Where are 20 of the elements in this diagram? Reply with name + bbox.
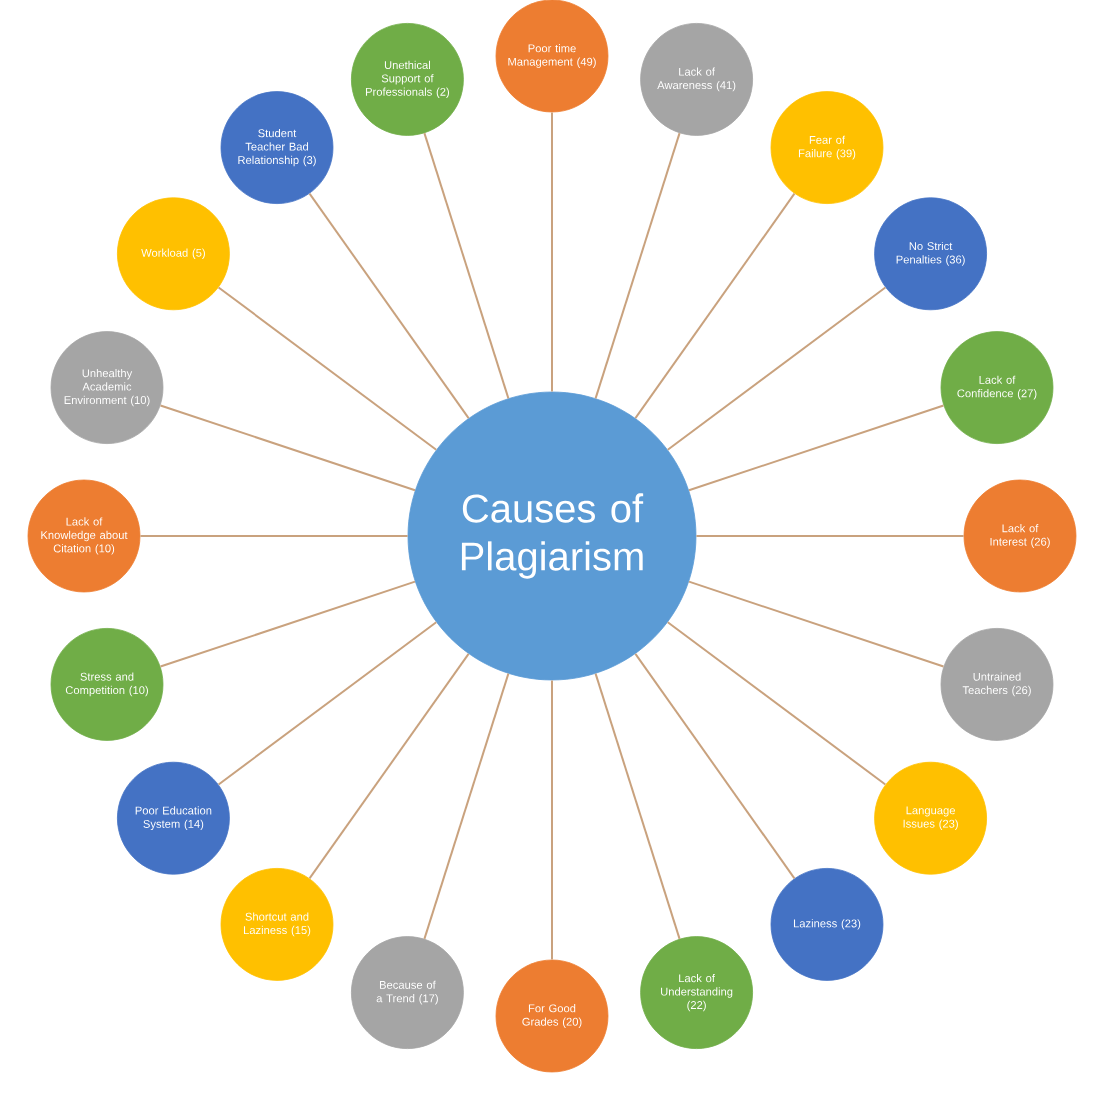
connector-line: [594, 132, 681, 400]
connector-line: [687, 404, 945, 492]
connector-line: [139, 535, 409, 537]
connector-line: [423, 672, 510, 940]
connector-line: [159, 404, 416, 492]
connector-line: [217, 621, 438, 786]
connector-line: [308, 192, 470, 420]
connector-line: [666, 621, 887, 786]
connector-line: [634, 192, 796, 420]
connector-line: [666, 286, 887, 451]
connector-line: [594, 672, 681, 940]
connector-line: [308, 652, 470, 880]
connector-line: [551, 111, 553, 393]
connector-line: [687, 580, 945, 668]
connector-line: [695, 535, 965, 537]
connector-line: [217, 286, 438, 451]
connector-line: [634, 652, 796, 880]
connector-line: [423, 132, 510, 400]
connector-line: [551, 679, 553, 961]
connector-line: [159, 580, 416, 668]
